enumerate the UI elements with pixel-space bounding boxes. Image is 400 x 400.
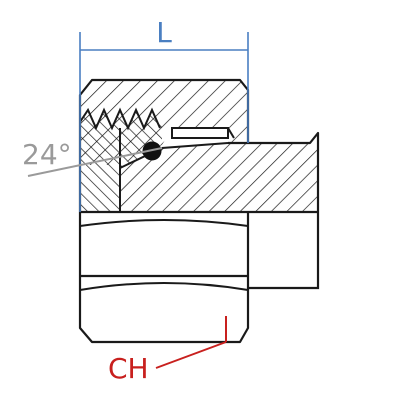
length-label: L bbox=[156, 16, 172, 49]
hex-nut-outline bbox=[78, 212, 250, 344]
tube-outline bbox=[248, 212, 320, 290]
body-hatch bbox=[120, 143, 318, 212]
angle-label: 24° bbox=[22, 138, 72, 171]
body-outline bbox=[228, 131, 320, 212]
body-section bbox=[119, 127, 320, 212]
ch-label: CH bbox=[108, 352, 149, 385]
cutting-ring-tip bbox=[227, 127, 235, 139]
external-view bbox=[78, 212, 320, 344]
length-dimension: L bbox=[79, 16, 249, 212]
wrench-size-callout: CH bbox=[108, 316, 227, 385]
hex-facet-upper bbox=[79, 219, 249, 227]
thread-teeth bbox=[79, 107, 161, 131]
cutting-ring bbox=[171, 127, 229, 139]
angle-callout: 24° bbox=[22, 138, 163, 177]
ch-leader-diagonal bbox=[155, 341, 227, 369]
angle-leader-line bbox=[27, 147, 163, 177]
hex-facet-lower bbox=[79, 282, 249, 291]
